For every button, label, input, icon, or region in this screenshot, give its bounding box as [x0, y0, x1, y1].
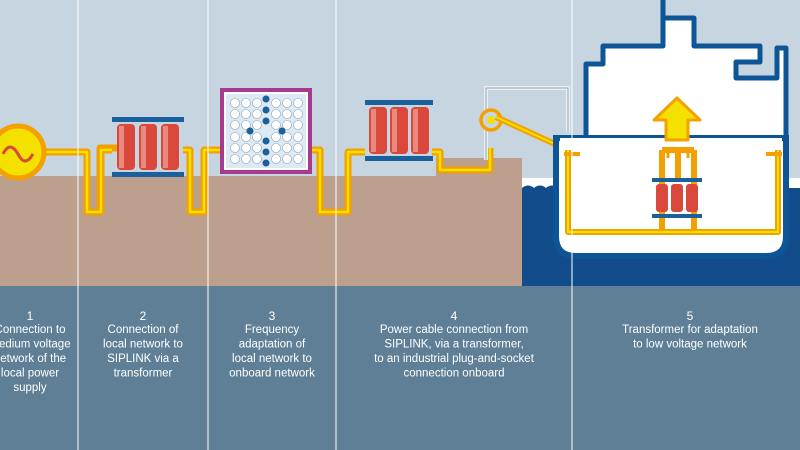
converter-cell [282, 120, 292, 130]
converter-cell [271, 120, 281, 130]
step-description-line: SIPLINK, via a transformer, [384, 339, 523, 351]
converter-core [278, 127, 286, 135]
step-number: 1 [27, 309, 34, 323]
converter-cell [271, 109, 281, 119]
converter-cell [271, 132, 281, 142]
converter-cell [241, 143, 251, 153]
power-cable-core [46, 148, 492, 214]
step-description-line: Transformer for adaptation [622, 324, 758, 336]
converter-cell [230, 143, 240, 153]
converter-cell [282, 98, 292, 108]
step-description-line: Connection of [108, 324, 180, 336]
step-description-line: local power [1, 368, 59, 380]
converter-cell [293, 120, 303, 130]
step-description-line: connection onboard [403, 368, 504, 380]
converter-cell [252, 120, 262, 130]
converter-cell [282, 132, 292, 142]
converter-cell [241, 154, 251, 164]
converter-core [262, 159, 270, 167]
converter-cell [252, 109, 262, 119]
step-description-line: network of the [0, 353, 66, 365]
converter-cell [230, 154, 240, 164]
step-number: 3 [269, 309, 276, 323]
step-description-line: SIPLINK via a [107, 353, 179, 365]
converter-cell [271, 98, 281, 108]
step-description-line: transformer [114, 368, 173, 380]
converter-cell [241, 109, 251, 119]
frequency-converter-icon [220, 88, 312, 174]
converter-core [262, 137, 270, 145]
ship-icon [553, 0, 789, 259]
step-description-line: local network to [103, 339, 183, 351]
converter-core [246, 127, 254, 135]
converter-cell [241, 98, 251, 108]
ship-cable-core [567, 150, 779, 233]
converter-cell [293, 143, 303, 153]
transformer-icon [365, 100, 433, 161]
step-description-line: supply [13, 382, 46, 394]
up-arrow-icon [652, 96, 702, 158]
converter-core [262, 95, 270, 103]
converter-cell [230, 98, 240, 108]
step-description-line: to low voltage network [633, 339, 747, 351]
converter-cell [252, 143, 262, 153]
bottom-band [0, 286, 800, 450]
step-description-line: onboard network [229, 368, 315, 380]
step-number: 4 [451, 309, 458, 323]
generator-icon [0, 123, 47, 181]
converter-cell [282, 154, 292, 164]
step-description-line: Connection to [0, 324, 65, 336]
step-description-line: medium voltage [0, 339, 71, 351]
converter-cell [293, 132, 303, 142]
converter-cell [230, 120, 240, 130]
converter-cell [252, 154, 262, 164]
converter-cell [271, 154, 281, 164]
converter-cell [271, 143, 281, 153]
converter-cell [282, 109, 292, 119]
column-dividers [77, 0, 573, 450]
converter-core [262, 106, 270, 114]
step-description-line: local network to [232, 353, 312, 365]
step-number: 5 [687, 309, 694, 323]
converter-cell [293, 109, 303, 119]
converter-cell [230, 109, 240, 119]
converter-cell [252, 98, 262, 108]
transformer-icon [652, 178, 702, 218]
converter-cell [293, 154, 303, 164]
step-description-line: adaptation of [239, 339, 306, 351]
transformer-icon [112, 117, 184, 177]
converter-cell [282, 143, 292, 153]
cable-reel-icon [479, 86, 570, 160]
step-description-line: to an industrial plug-and-socket [374, 353, 535, 365]
converter-cell [230, 132, 240, 142]
converter-cell [293, 98, 303, 108]
converter-cell [241, 132, 251, 142]
converter-cell [241, 120, 251, 130]
converter-core [262, 148, 270, 156]
step-description-line: Frequency [245, 324, 300, 336]
converter-core [262, 117, 270, 125]
step-number: 2 [140, 309, 147, 323]
converter-cell [252, 132, 262, 142]
step-description-line: Power cable connection from [380, 324, 528, 336]
